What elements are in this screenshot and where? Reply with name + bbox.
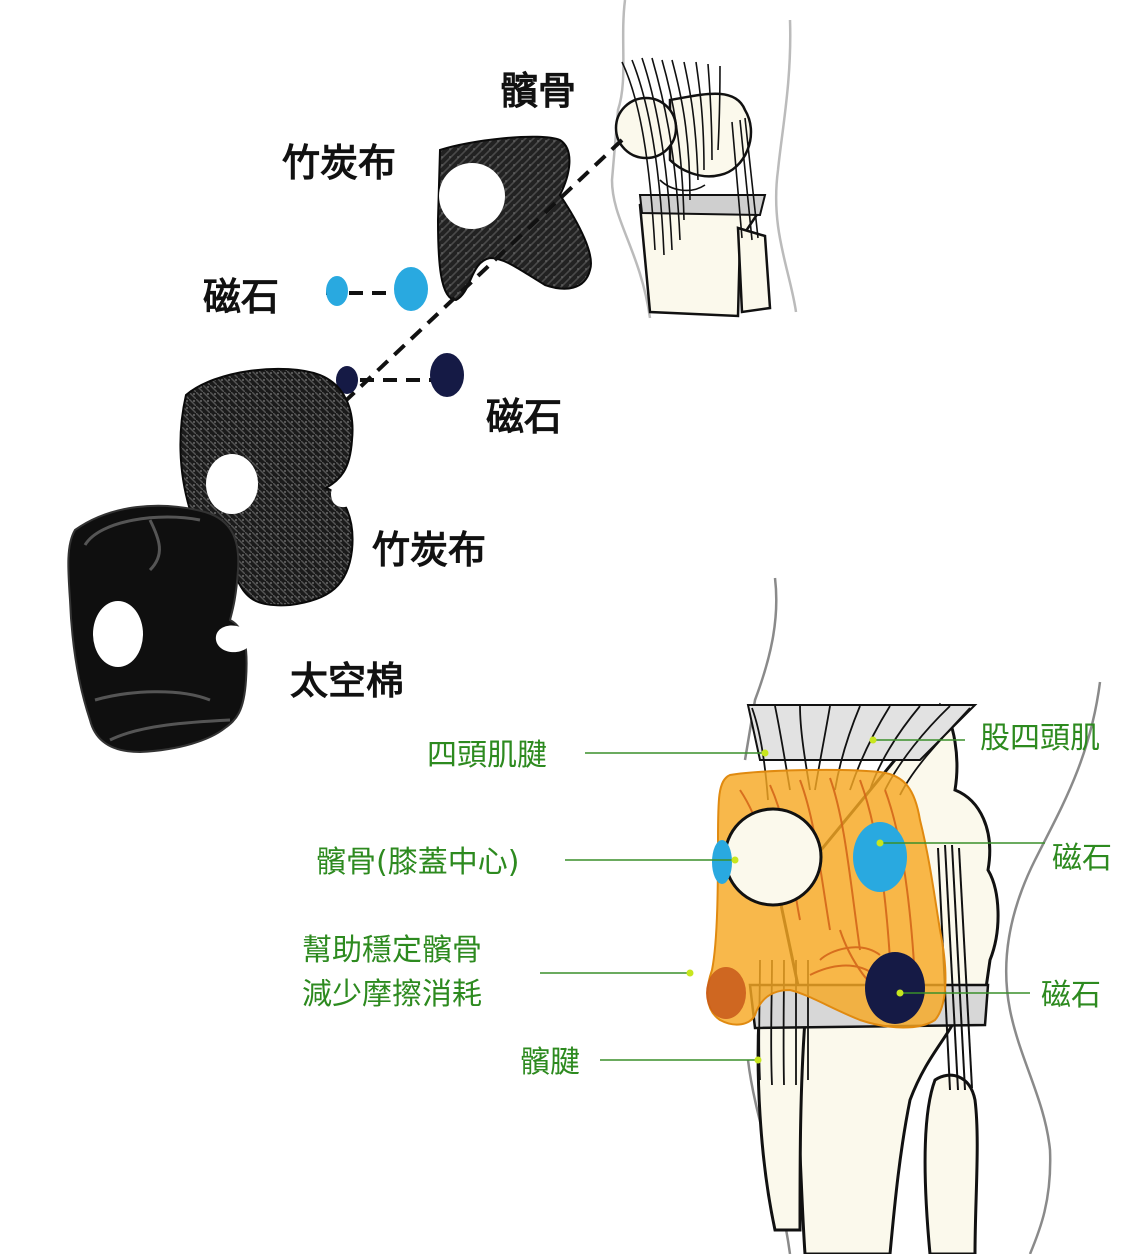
magnet-upper-blue xyxy=(853,822,907,892)
label-magnet-blue: 磁石 xyxy=(203,275,279,319)
label-stabilize-line1: 幫助穩定髕骨 xyxy=(302,933,482,968)
label-patella-center: 髕骨(膝蓋中心) xyxy=(316,845,519,880)
space-cotton-notch xyxy=(215,625,247,653)
pad-lower-left-accent xyxy=(706,967,746,1019)
label-patellar-tendon: 髕腱 xyxy=(520,1045,580,1080)
label-space-cotton: 太空棉 xyxy=(290,659,404,703)
label-quadriceps: 股四頭肌 xyxy=(980,721,1100,756)
leader-dots xyxy=(686,736,904,1064)
magnet-blue-small xyxy=(326,276,348,306)
space-cotton-seams xyxy=(83,515,231,742)
magnet-navy-small xyxy=(336,366,358,394)
label-magnet-navy: 磁石 xyxy=(486,395,562,439)
label-patella-top: 髕骨 xyxy=(500,69,576,113)
patella-bone xyxy=(723,807,823,907)
magnet-lower-navy xyxy=(865,952,925,1024)
label-magnet-lower: 磁石 xyxy=(1041,978,1101,1013)
magnet-navy-large xyxy=(430,353,464,397)
magnet-blue-large xyxy=(394,267,428,311)
label-quad-tendon: 四頭肌腱 xyxy=(427,738,547,773)
small-knee-illustration xyxy=(610,0,798,319)
bamboo-top-hole xyxy=(439,163,505,229)
space-cotton-layer xyxy=(67,504,248,754)
patella-magnet-edge xyxy=(712,840,732,884)
label-bamboo-charcoal-mid: 竹炭布 xyxy=(372,528,486,572)
label-magnet-upper: 磁石 xyxy=(1052,841,1112,876)
leader-lines xyxy=(540,739,1045,1061)
large-knee-illustration xyxy=(706,577,1102,1254)
bamboo-mid-notch xyxy=(331,478,354,508)
label-stabilize-line2: 減少摩擦消耗 xyxy=(302,977,482,1012)
bamboo-mid-hole xyxy=(206,454,258,514)
space-cotton-hole xyxy=(93,601,143,667)
label-bamboo-charcoal-top: 竹炭布 xyxy=(282,141,396,185)
